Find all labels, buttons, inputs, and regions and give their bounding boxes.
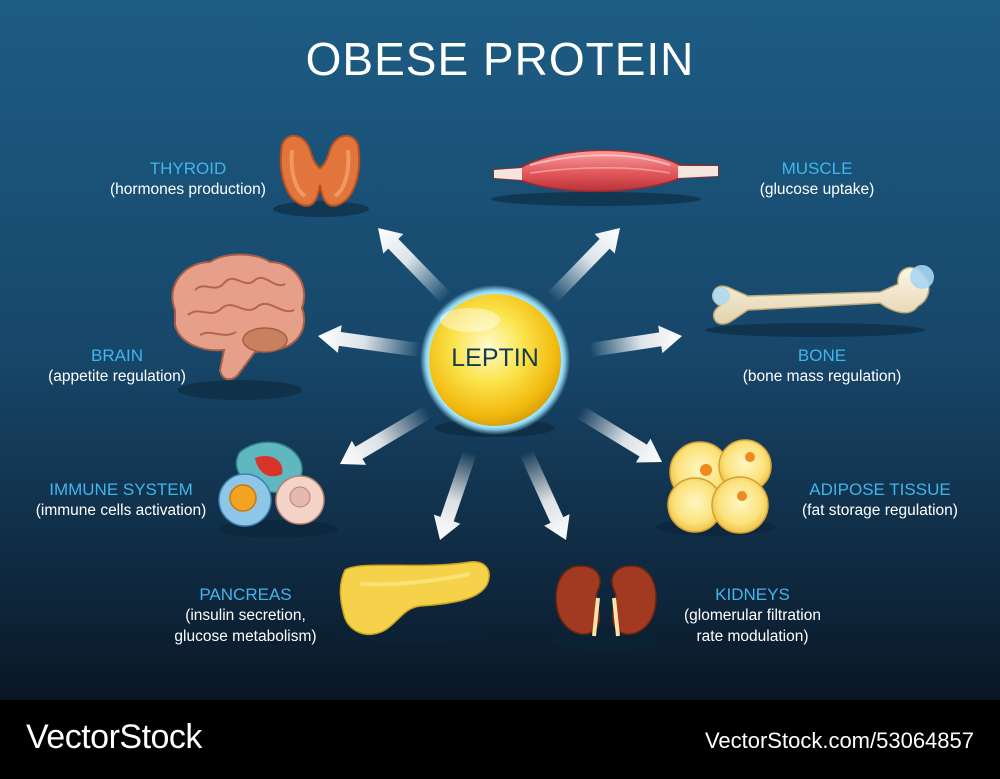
leptin-label: LEPTIN — [451, 344, 539, 372]
leptin-sphere — [427, 292, 563, 428]
adipose-tissue-name: ADIPOSE TISSUE — [809, 480, 951, 499]
brain-name: BRAIN — [91, 346, 143, 365]
diagram-title: OBESE PROTEIN — [305, 33, 695, 85]
thyroid-icon — [279, 134, 361, 207]
arrow-group — [318, 227, 682, 541]
immune-system-name: IMMUNE SYSTEM — [49, 480, 193, 499]
bone-name: BONE — [797, 346, 847, 365]
thyroid-name: THYROID — [149, 159, 227, 178]
bone-shadow — [705, 323, 925, 337]
label-thyroid: THYROID (hormones production) — [78, 158, 298, 200]
bone-desc: (bone mass regulation) — [742, 368, 902, 385]
arrow-to-thyroid — [377, 227, 452, 303]
label-bone: BONE (bone mass regulation) — [722, 345, 922, 387]
brain-desc: (appetite regulation) — [48, 368, 186, 385]
bone-icon — [712, 265, 934, 325]
adipose-cells-icon — [667, 439, 772, 534]
label-adipose-tissue: ADIPOSE TISSUE (fat storage regulation) — [785, 479, 975, 521]
footer-bar — [0, 700, 1000, 779]
muscle-desc: (glucose uptake) — [759, 181, 875, 198]
arrow-to-kidneys — [519, 449, 570, 541]
thyroid-shadow — [273, 201, 369, 217]
label-immune-system: IMMUNE SYSTEM (immune cells activation) — [18, 479, 224, 521]
pancreas-icon — [339, 561, 490, 636]
arrow-to-immune-system — [340, 405, 432, 465]
label-pancreas: PANCREAS (insulin secretion, glucose met… — [158, 584, 333, 647]
label-brain: BRAIN (appetite regulation) — [22, 345, 212, 387]
arrow-to-adipose-tissue — [576, 406, 663, 463]
kidneys-desc-line-2: rate modulation) — [696, 628, 809, 645]
diagram-artwork — [171, 134, 934, 651]
leptin-highlight — [440, 308, 500, 332]
vectorstock-logo[interactable]: VectorStock — [26, 718, 202, 756]
kidneys-desc-line-1: (glomerular filtration — [684, 607, 821, 624]
brain-shadow — [178, 380, 302, 400]
adipose-tissue-desc: (fat storage regulation) — [802, 502, 958, 519]
stock-id-text: VectorStock.com/53064857 — [704, 728, 974, 753]
kidneys-shadow — [550, 633, 660, 651]
immune-cells-icon — [218, 441, 325, 527]
label-kidneys: KIDNEYS (glomerular filtration rate modu… — [665, 584, 840, 647]
arrow-to-brain — [318, 325, 421, 357]
arrow-to-bone — [588, 325, 682, 357]
immune-system-desc: (immune cells activation) — [35, 502, 207, 519]
muscle-name: MUSCLE — [781, 159, 853, 178]
muscle-icon — [493, 149, 719, 193]
brain-icon — [171, 253, 306, 381]
pancreas-name: PANCREAS — [199, 585, 292, 604]
arrow-to-pancreas — [433, 449, 477, 540]
pancreas-desc-line-1: (insulin secretion, — [185, 607, 306, 624]
label-muscle: MUSCLE (glucose uptake) — [722, 158, 912, 200]
pancreas-desc-line-2: glucose metabolism) — [174, 628, 317, 645]
thyroid-desc: (hormones production) — [110, 181, 266, 198]
muscle-shadow — [491, 192, 701, 206]
kidneys-name: KIDNEYS — [715, 585, 790, 604]
kidneys-icon — [555, 565, 657, 637]
arrow-to-muscle — [546, 227, 621, 303]
